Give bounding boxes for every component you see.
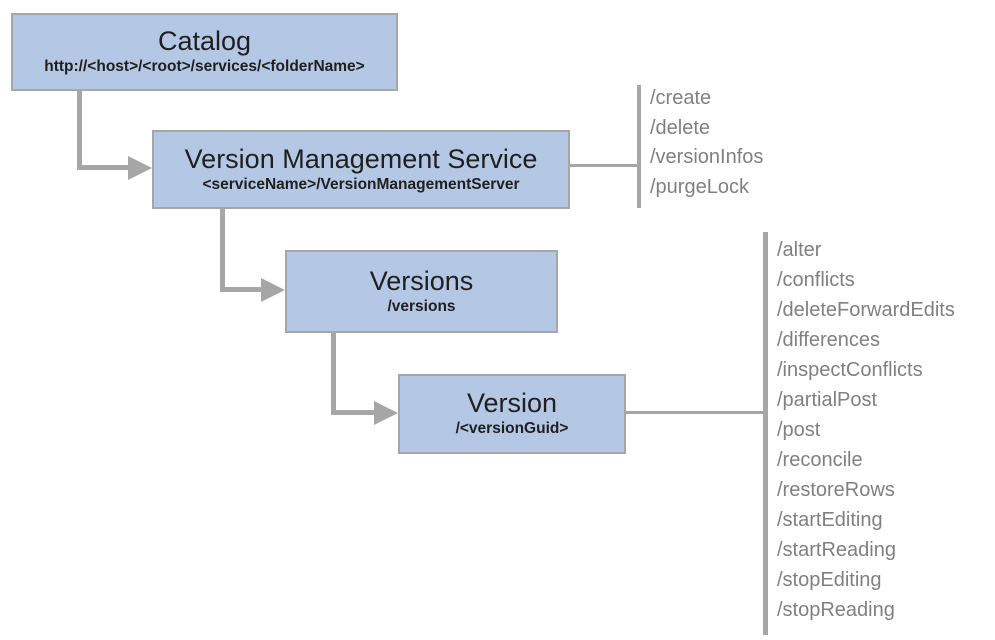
node-catalog-title: Catalog <box>157 26 252 57</box>
operation-item: /purgeLock <box>650 175 749 198</box>
operation-item: /reconcile <box>777 449 863 471</box>
connector-versions-version-vertical <box>331 332 336 415</box>
node-version-url-pattern: /<versionGuid> <box>455 420 569 438</box>
operation-item: /restoreRows <box>777 479 895 501</box>
operations-list-vms: /create /delete /versionInfos /purgeLock <box>650 84 763 202</box>
operation-item: /startEditing <box>777 509 883 531</box>
arrowhead-right-icon <box>374 401 398 425</box>
operation-item: /partialPost <box>777 389 878 411</box>
node-catalog: Catalog http://<host>/<root>/services/<f… <box>11 13 398 91</box>
node-version: Version /<versionGuid> <box>398 374 626 454</box>
operation-item: /deleteForwardEdits <box>777 299 955 321</box>
connector-vms-versions-vertical <box>220 208 225 292</box>
node-vms-url-pattern: <serviceName>/VersionManagementServer <box>202 175 520 193</box>
operation-item: /differences <box>777 329 881 351</box>
operation-item: /versionInfos <box>650 146 764 168</box>
operation-item: /post <box>777 419 821 441</box>
bracket-version-operations-bar <box>763 232 768 635</box>
node-vms-title: Version Management Service <box>184 143 538 174</box>
operation-item: /stopEditing <box>777 569 882 591</box>
operation-item: /alter <box>777 239 822 261</box>
operation-item: /delete <box>650 116 711 139</box>
connector-catalog-vms-vertical <box>77 90 82 170</box>
connector-versions-version-horizontal <box>331 410 375 415</box>
arrowhead-right-icon <box>128 156 152 180</box>
operation-item: /conflicts <box>777 269 855 291</box>
operations-list-version: /alter /conflicts /deleteForwardEdits /d… <box>777 235 955 625</box>
node-version-title: Version <box>466 388 558 419</box>
operation-item: /stopReading <box>777 599 895 621</box>
bracket-vms-operations-horizontal <box>570 164 638 167</box>
node-versions: Versions /versions <box>285 250 558 333</box>
operation-item: /startReading <box>777 539 896 561</box>
node-catalog-url-pattern: http://<host>/<root>/services/<folderNam… <box>44 58 365 76</box>
bracket-version-operations-horizontal <box>626 411 765 414</box>
connector-vms-versions-horizontal <box>220 287 262 292</box>
bracket-vms-operations-bar <box>637 85 641 208</box>
node-version-management-service: Version Management Service <serviceName>… <box>152 130 570 209</box>
connector-catalog-vms-horizontal <box>77 165 129 170</box>
arrowhead-right-icon <box>261 278 285 302</box>
node-versions-url-pattern: /versions <box>387 297 456 315</box>
node-versions-title: Versions <box>369 265 474 296</box>
operation-item: /create <box>650 87 712 109</box>
operation-item: /inspectConflicts <box>777 359 923 381</box>
